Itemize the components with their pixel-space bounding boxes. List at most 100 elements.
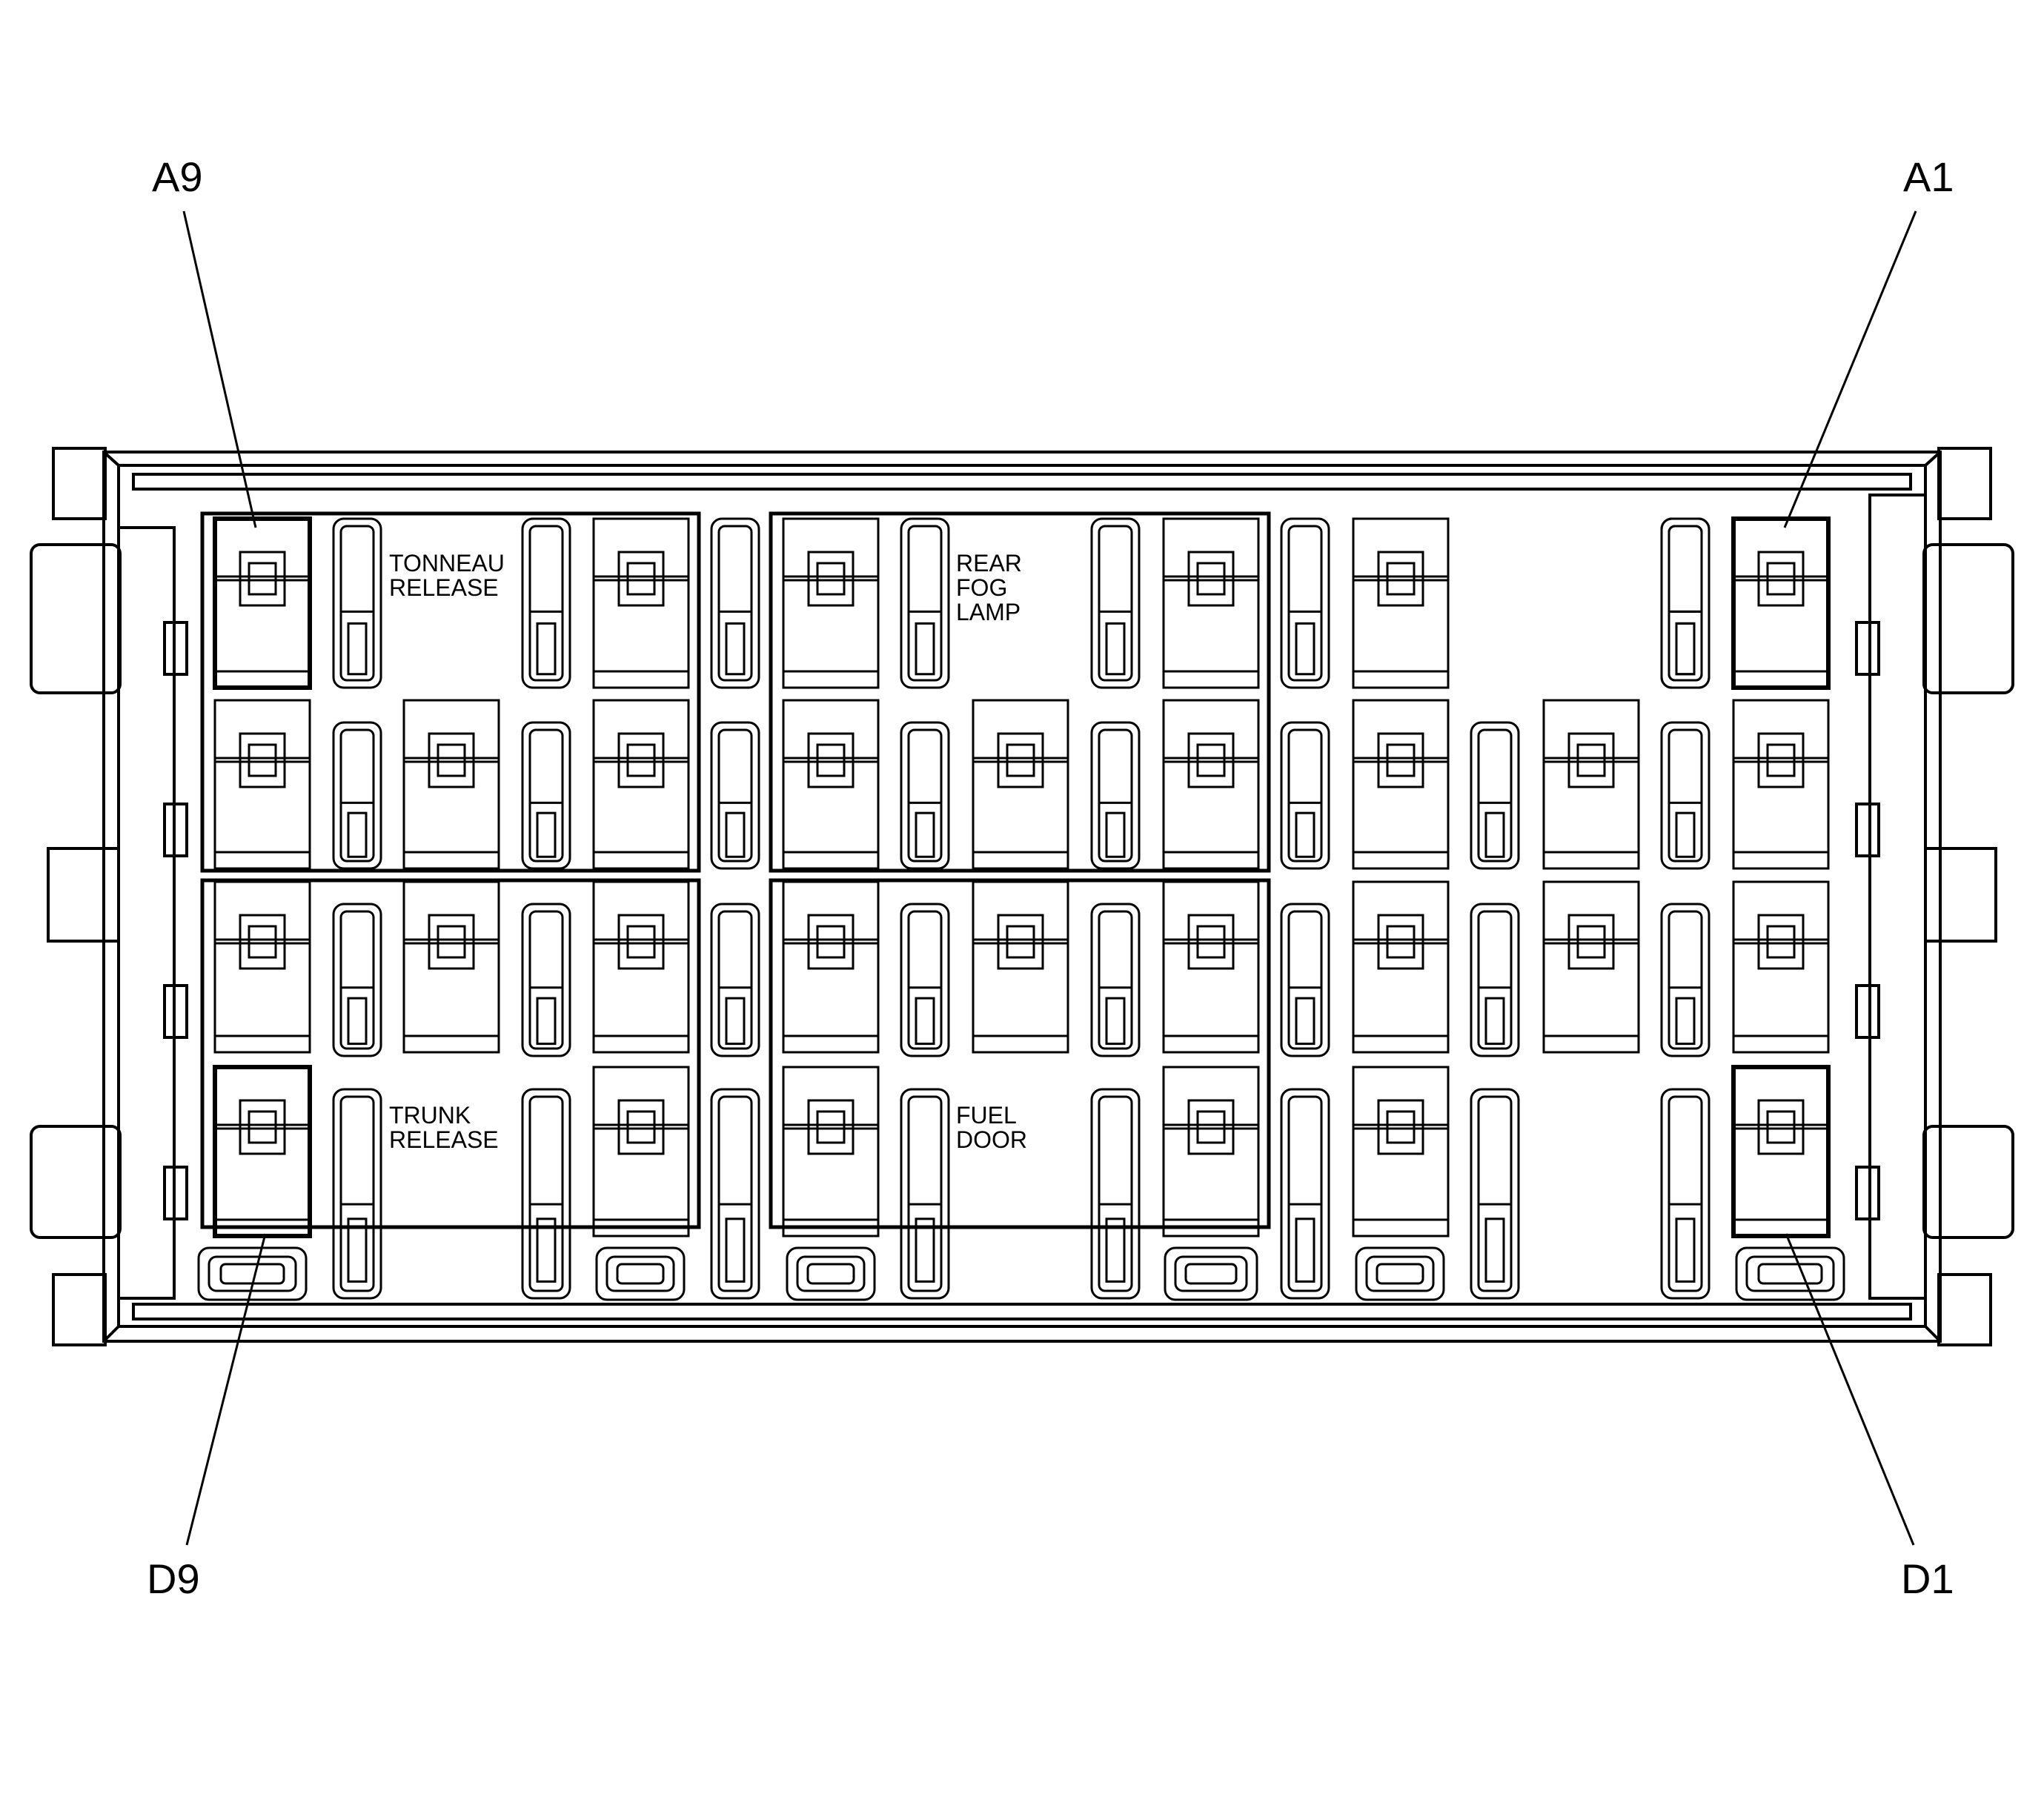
bottom-tab bbox=[786, 1246, 876, 1301]
fuse-slot bbox=[1280, 1088, 1330, 1300]
fuse-slot bbox=[332, 1088, 382, 1300]
relay-groups bbox=[200, 511, 1271, 1229]
relay-terminal-cavity bbox=[1162, 880, 1260, 1054]
relay-group-rear-fog-lamp bbox=[769, 511, 1271, 873]
left-tab-lower bbox=[30, 1125, 122, 1239]
relay-terminal-cavity bbox=[1162, 517, 1260, 689]
housing bbox=[30, 447, 2014, 1346]
relay-terminal-cavity bbox=[213, 880, 311, 1054]
left-ear-top bbox=[52, 447, 107, 520]
relay-group-fuel-door bbox=[769, 878, 1271, 1229]
housing-top-lip bbox=[132, 473, 1912, 491]
relay-terminal-cavity bbox=[592, 1066, 690, 1237]
bottom-tab bbox=[1735, 1246, 1845, 1301]
relay-terminal-cavity bbox=[592, 880, 690, 1054]
fuse-slot bbox=[332, 903, 382, 1057]
bottom-tab bbox=[595, 1246, 686, 1301]
fuse-slot bbox=[900, 1088, 950, 1300]
bottom-tab bbox=[1355, 1246, 1445, 1301]
relay-terminal-cavity bbox=[402, 880, 500, 1054]
right-tab-upper bbox=[1922, 543, 2014, 694]
relay-terminal-cavity bbox=[213, 699, 311, 870]
callout-d1: D1 bbox=[1901, 1555, 1954, 1602]
relay-terminal-cavity bbox=[782, 880, 880, 1054]
fuse-slot bbox=[332, 517, 382, 689]
fuse-slot bbox=[710, 721, 760, 870]
relay-terminal-cavity bbox=[1162, 1066, 1260, 1237]
fuse-slot bbox=[521, 1088, 571, 1300]
fuse-slot bbox=[1660, 721, 1710, 870]
left-tab-upper bbox=[30, 543, 122, 694]
relay-terminal-cavity bbox=[592, 699, 690, 870]
callout-line-d9 bbox=[185, 1233, 267, 1546]
relay-terminal-cavity bbox=[213, 516, 312, 690]
fuse-slot bbox=[1660, 517, 1710, 689]
left-ear-bottom bbox=[52, 1273, 107, 1346]
fuse-slot bbox=[710, 517, 760, 689]
callout-d9: D9 bbox=[147, 1555, 200, 1602]
fuse-slot bbox=[1660, 1088, 1710, 1300]
callouts: A9 A1 D9 D1 bbox=[147, 153, 1954, 1602]
label-trunk-line2: RELEASE bbox=[389, 1126, 499, 1153]
housing-bottom-lip bbox=[132, 1303, 1912, 1320]
callout-line-a1 bbox=[1783, 210, 1917, 528]
fuse-slot bbox=[710, 1088, 760, 1300]
bottom-tab bbox=[1164, 1246, 1258, 1301]
label-fuel-door-line1: FUEL bbox=[956, 1102, 1017, 1129]
right-tab-lower bbox=[1922, 1125, 2014, 1239]
fuse-slot bbox=[1090, 1088, 1141, 1300]
fuse-slot bbox=[1090, 721, 1141, 870]
callout-line-d1 bbox=[1785, 1233, 1915, 1546]
relay-group-trunk-release bbox=[200, 878, 701, 1229]
bottom-tabs bbox=[197, 1246, 1845, 1301]
callout-line-a9 bbox=[182, 210, 257, 528]
label-trunk-line1: TRUNK bbox=[389, 1102, 471, 1129]
callout-a9: A9 bbox=[152, 153, 203, 200]
right-tab-middle bbox=[1924, 847, 1997, 943]
label-fuel-door-line2: DOOR bbox=[956, 1126, 1027, 1153]
fuse-slot bbox=[1280, 721, 1330, 870]
fuse-slot bbox=[1280, 903, 1330, 1057]
relay-terminal-cavity bbox=[972, 880, 1069, 1054]
fuse-slot bbox=[521, 903, 571, 1057]
label-rear-fog-line1: REAR bbox=[956, 550, 1022, 577]
terminal-cavities bbox=[213, 516, 1831, 1300]
relay-labels: TONNEAU RELEASE REAR FOG LAMP TRUNK RELE… bbox=[389, 550, 1027, 1153]
right-latch-rail bbox=[1868, 494, 1927, 1300]
fuse-slot bbox=[710, 903, 760, 1057]
fuse-slot bbox=[900, 721, 950, 870]
fuse-slot bbox=[1470, 903, 1520, 1057]
fuse-slot bbox=[900, 903, 950, 1057]
relay-terminal-cavity bbox=[1352, 1066, 1450, 1237]
fuse-slot bbox=[1470, 721, 1520, 870]
label-rear-fog-line2: FOG bbox=[956, 574, 1007, 601]
relay-terminal-cavity bbox=[1732, 880, 1830, 1054]
bottom-tab bbox=[197, 1246, 308, 1301]
right-ear-bottom bbox=[1937, 1273, 1992, 1346]
fuse-slot bbox=[1660, 903, 1710, 1057]
relay-terminal-cavity bbox=[1731, 1065, 1831, 1238]
relay-terminal-cavity bbox=[972, 699, 1069, 870]
relay-terminal-cavity bbox=[1352, 699, 1450, 870]
fuse-slot bbox=[1470, 1088, 1520, 1300]
relay-terminal-cavity bbox=[1542, 880, 1640, 1054]
left-tab-middle bbox=[47, 847, 120, 943]
relay-terminal-cavity bbox=[592, 517, 690, 689]
relay-terminal-cavity bbox=[1731, 516, 1831, 690]
fuse-slot bbox=[1280, 517, 1330, 689]
label-rear-fog-line3: LAMP bbox=[956, 599, 1021, 625]
fuse-slot bbox=[332, 721, 382, 870]
relay-terminal-cavity bbox=[402, 699, 500, 870]
fuse-slot bbox=[900, 517, 950, 689]
relay-terminal-cavity bbox=[213, 1065, 312, 1238]
relay-terminal-cavity bbox=[1162, 699, 1260, 870]
fuse-slot bbox=[1090, 903, 1141, 1057]
label-tonneau-line2: RELEASE bbox=[389, 574, 499, 601]
relay-terminal-cavity bbox=[782, 699, 880, 870]
fuse-slot bbox=[521, 721, 571, 870]
relay-terminal-cavity bbox=[1542, 699, 1640, 870]
housing-outer-frame bbox=[102, 451, 1942, 1343]
relay-terminal-cavity bbox=[1352, 880, 1450, 1054]
